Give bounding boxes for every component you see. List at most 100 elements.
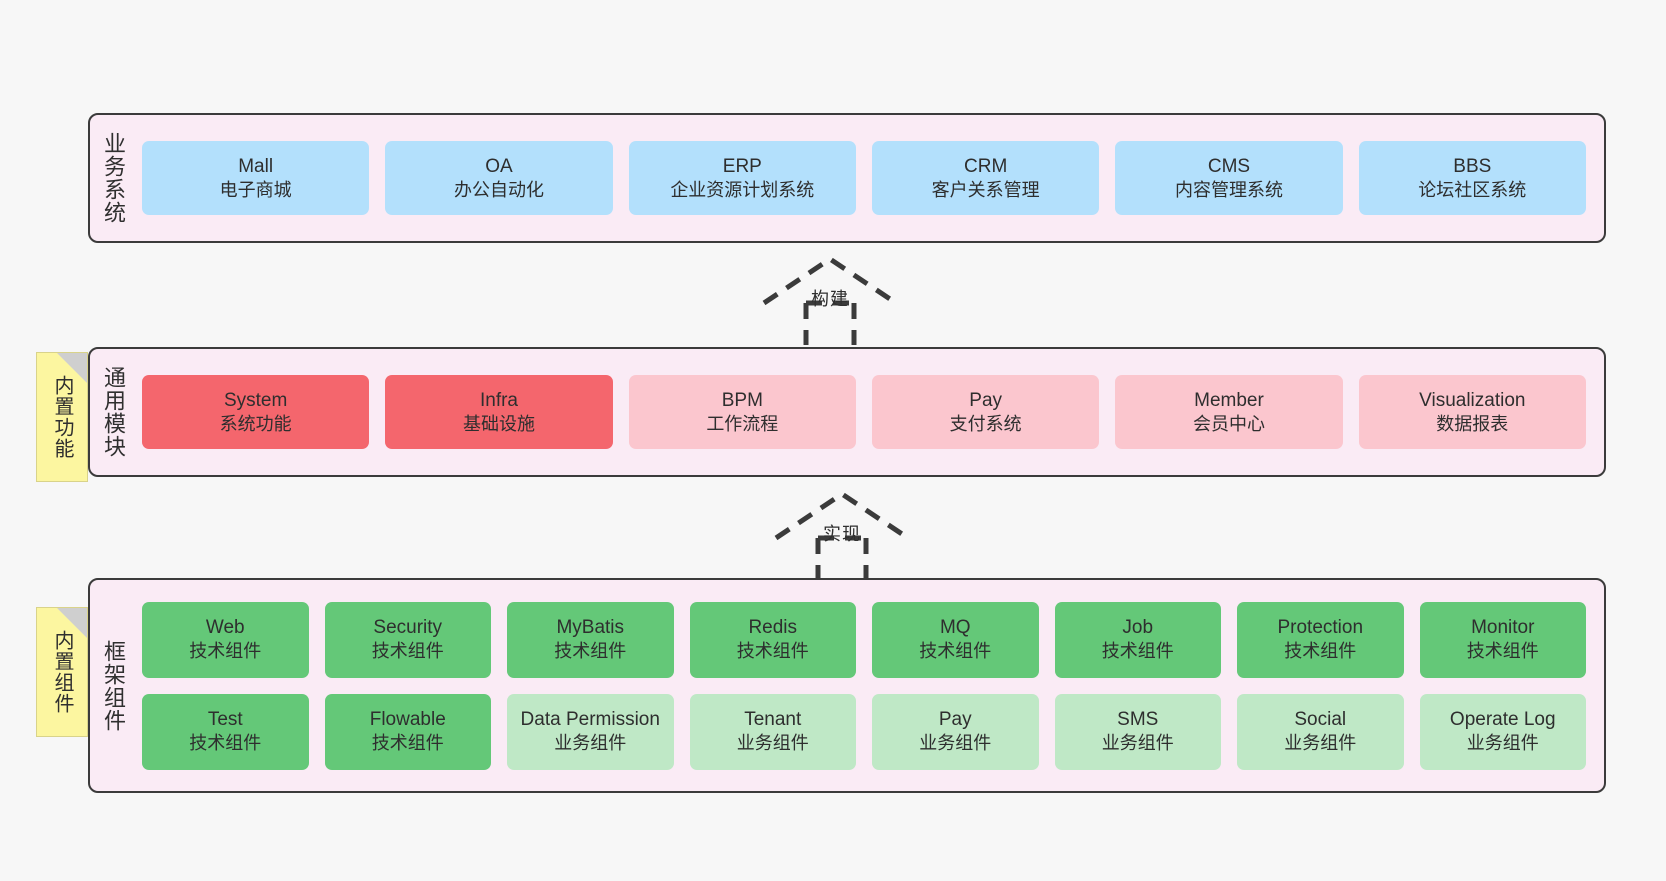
card-subtitle: 工作流程 [706, 413, 779, 434]
sticky-note-label: 内置组件 [51, 630, 73, 714]
card-oa[interactable]: OA 办公自动化 [385, 141, 613, 215]
card-flowable[interactable]: Flowable 技术组件 [324, 693, 491, 770]
card-title: System [223, 389, 288, 411]
card-subtitle: 会员中心 [1192, 413, 1265, 434]
card-title: Pay [938, 709, 972, 731]
card-mybatis[interactable]: MyBatis 技术组件 [507, 601, 674, 678]
card-test[interactable]: Test 技术组件 [142, 693, 309, 770]
card-subtitle: 技术组件 [1284, 641, 1357, 662]
card-subtitle: 业务组件 [1466, 733, 1539, 754]
card-erp[interactable]: ERP 企业资源计划系统 [628, 141, 856, 215]
card-job[interactable]: Job 技术组件 [1054, 601, 1221, 678]
card-row: Web 技术组件 Security 技术组件 MyBatis 技术组件 Redi… [142, 601, 1586, 678]
card-subtitle: 技术组件 [371, 641, 444, 662]
card-subtitle: 业务组件 [736, 733, 809, 754]
card-title: Infra [479, 389, 518, 411]
card-title: Security [373, 617, 443, 639]
card-row: Test 技术组件 Flowable 技术组件 Data Permission … [142, 693, 1586, 770]
connector-label-implement: 实现 [823, 524, 861, 544]
card-subtitle: 技术组件 [189, 641, 262, 662]
card-pay[interactable]: Pay 支付系统 [871, 375, 1100, 449]
card-title: Mall [238, 155, 274, 177]
card-title: Social [1294, 709, 1347, 731]
card-subtitle: 论坛社区系统 [1418, 179, 1527, 200]
card-title: Operate Log [1449, 709, 1556, 731]
sticky-note-builtin-function: 内置功能 [36, 352, 88, 482]
sticky-note-label: 内置功能 [51, 375, 73, 459]
card-title: MyBatis [556, 617, 625, 639]
card-subtitle: 技术组件 [1101, 641, 1174, 662]
connector-implement: 实现 [772, 490, 912, 580]
card-subtitle: 业务组件 [1101, 733, 1174, 754]
card-subtitle: 支付系统 [949, 413, 1022, 434]
card-subtitle: 业务组件 [919, 733, 992, 754]
connector-build: 构建 [760, 255, 900, 345]
layer-framework-components: 框架组件 Web 技术组件 Security 技术组件 MyBatis 技术组件… [88, 578, 1606, 793]
card-subtitle: 业务组件 [554, 733, 627, 754]
card-mall[interactable]: Mall 电子商城 [142, 141, 370, 215]
card-title: MQ [939, 617, 971, 639]
card-subtitle: 客户关系管理 [931, 179, 1040, 200]
card-social[interactable]: Social 业务组件 [1237, 693, 1404, 770]
card-title: CRM [964, 155, 1008, 177]
card-title: Test [207, 709, 243, 731]
layer-title-framework-components: 框架组件 [100, 639, 126, 732]
card-title: CMS [1207, 155, 1251, 177]
card-sms[interactable]: SMS 业务组件 [1054, 693, 1221, 770]
card-bbs[interactable]: BBS 论坛社区系统 [1358, 141, 1586, 215]
card-title: Tenant [744, 709, 802, 731]
card-title: Member [1194, 389, 1264, 411]
card-system[interactable]: System 系统功能 [142, 375, 370, 449]
card-title: Redis [748, 617, 798, 639]
card-crm[interactable]: CRM 客户关系管理 [871, 141, 1100, 215]
card-protection[interactable]: Protection 技术组件 [1237, 601, 1404, 678]
generalization-stem [815, 535, 869, 580]
card-title: OA [485, 155, 513, 177]
card-title: Pay [969, 389, 1003, 411]
card-subtitle: 技术组件 [919, 641, 992, 662]
card-member[interactable]: Member 会员中心 [1115, 375, 1343, 449]
card-subtitle: 技术组件 [189, 733, 262, 754]
card-redis[interactable]: Redis 技术组件 [689, 601, 856, 678]
card-title: Protection [1277, 617, 1364, 639]
card-row: Mall 电子商城 OA 办公自动化 ERP 企业资源计划系统 CRM 客户关系… [142, 141, 1586, 215]
card-infra[interactable]: Infra 基础设施 [385, 375, 613, 449]
card-data-permission[interactable]: Data Permission 业务组件 [507, 693, 674, 770]
card-subtitle: 技术组件 [736, 641, 809, 662]
layer-business-systems: 业务系统 Mall 电子商城 OA 办公自动化 ERP 企业资源计划系统 CRM… [88, 113, 1606, 243]
card-subtitle: 业务组件 [1284, 733, 1357, 754]
card-monitor[interactable]: Monitor 技术组件 [1419, 601, 1586, 678]
card-visualization[interactable]: Visualization 数据报表 [1358, 375, 1586, 449]
card-subtitle: 内容管理系统 [1174, 179, 1283, 200]
card-subtitle: 系统功能 [219, 413, 292, 434]
card-operate-log[interactable]: Operate Log 业务组件 [1419, 693, 1586, 770]
card-subtitle: 技术组件 [554, 641, 627, 662]
layer-common-modules: 通用模块 System 系统功能 Infra 基础设施 BPM 工作流程 Pay… [88, 347, 1606, 477]
layer-title-business-systems: 业务系统 [100, 132, 126, 224]
card-cms[interactable]: CMS 内容管理系统 [1115, 141, 1343, 215]
card-title: ERP [722, 155, 762, 177]
generalization-stem [803, 300, 857, 345]
card-web[interactable]: Web 技术组件 [142, 601, 309, 678]
card-subtitle: 基础设施 [462, 413, 535, 434]
connector-label-build: 构建 [811, 289, 849, 309]
sticky-note-builtin-component: 内置组件 [36, 607, 88, 737]
card-title: Web [205, 617, 245, 639]
card-security[interactable]: Security 技术组件 [324, 601, 491, 678]
card-title: Flowable [369, 709, 446, 731]
card-subtitle: 数据报表 [1436, 413, 1509, 434]
layer-body-framework-components: Web 技术组件 Security 技术组件 MyBatis 技术组件 Redi… [136, 580, 1604, 791]
card-subtitle: 办公自动化 [453, 179, 544, 200]
card-subtitle: 企业资源计划系统 [670, 179, 815, 200]
card-title: Monitor [1471, 617, 1535, 639]
card-title: Data Permission [520, 709, 660, 731]
layer-body-business-systems: Mall 电子商城 OA 办公自动化 ERP 企业资源计划系统 CRM 客户关系… [136, 115, 1604, 241]
card-bpm[interactable]: BPM 工作流程 [628, 375, 856, 449]
card-pay-business[interactable]: Pay 业务组件 [872, 693, 1039, 770]
card-title: BBS [1453, 155, 1492, 177]
card-title: Visualization [1419, 389, 1526, 411]
card-tenant[interactable]: Tenant 业务组件 [689, 693, 856, 770]
layer-title-common-modules: 通用模块 [100, 366, 126, 458]
card-mq[interactable]: MQ 技术组件 [872, 601, 1039, 678]
